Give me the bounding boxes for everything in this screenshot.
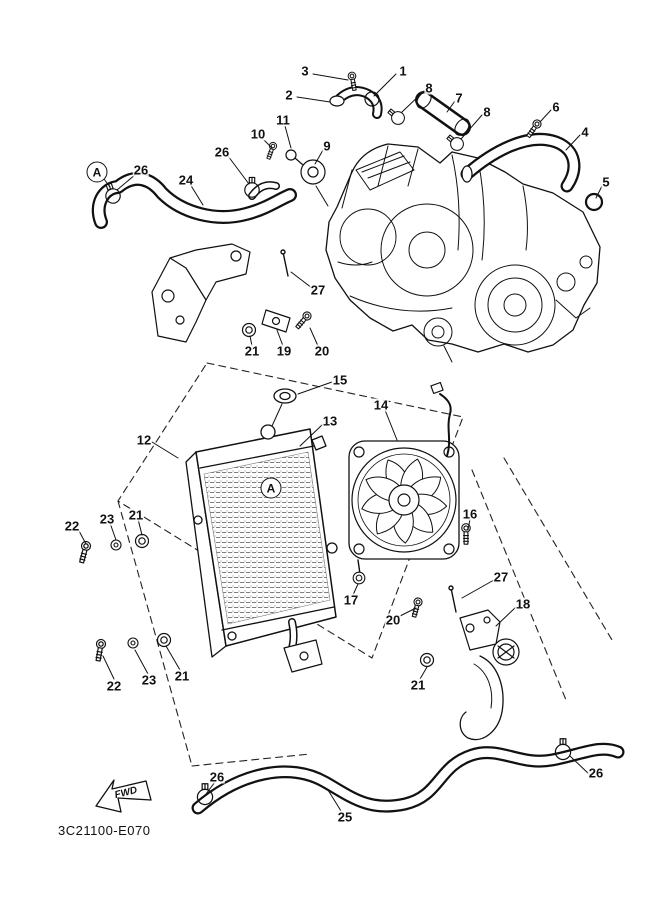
- part-callout-21: 21: [409, 677, 427, 693]
- part-callout-27: 27: [309, 282, 327, 298]
- part-callout-5: 5: [601, 174, 611, 190]
- part-callout-8: 8: [424, 80, 434, 96]
- part-callout-26: 26: [213, 144, 231, 160]
- radiator-lower-bracket: [283, 639, 323, 673]
- fwd-arrow: [95, 779, 152, 813]
- engine-outlet-hose: [460, 132, 581, 193]
- part-callout-21: 21: [243, 343, 261, 359]
- part-callout-9: 9: [322, 138, 332, 154]
- part-callout-26: 26: [587, 765, 605, 781]
- radiator-cap: [273, 388, 297, 404]
- part-callout-12: 12: [135, 432, 153, 448]
- o-ring: [584, 192, 604, 212]
- radiator: [185, 403, 338, 658]
- cooling-fan: [348, 381, 460, 575]
- part-callout-3: 3: [300, 63, 310, 79]
- fasteners-and-clamps: [76, 71, 604, 806]
- engine-block: [315, 143, 601, 363]
- lower-radiator-hose: [191, 742, 625, 815]
- breather-pipe: [329, 86, 383, 119]
- part-callout-24: 24: [177, 172, 195, 188]
- part-callout-22: 22: [105, 678, 123, 694]
- part-callout-7: 7: [454, 90, 464, 106]
- ref-marker-A: A: [86, 161, 108, 183]
- part-callout-26: 26: [132, 162, 150, 178]
- part-callout-26: 26: [208, 769, 226, 785]
- part-callout-13: 13: [321, 413, 339, 429]
- part-callout-14: 14: [372, 397, 390, 413]
- part-callout-15: 15: [331, 372, 349, 388]
- part-callout-27: 27: [492, 569, 510, 585]
- part-callout-20: 20: [313, 343, 331, 359]
- side-bracket-and-guard: [459, 609, 520, 741]
- part-callout-23: 23: [140, 672, 158, 688]
- thermostat-housing: [285, 149, 326, 185]
- part-callout-25: 25: [336, 809, 354, 825]
- part-callout-21: 21: [127, 507, 145, 523]
- dashed-boundaries: [117, 362, 613, 767]
- diagram-code: 3C21100-E070: [58, 823, 151, 838]
- part-callout-17: 17: [342, 592, 360, 608]
- part-callout-18: 18: [514, 596, 532, 612]
- part-callout-10: 10: [249, 126, 267, 142]
- part-callout-20: 20: [384, 612, 402, 628]
- part-callout-1: 1: [398, 63, 408, 79]
- part-callout-23: 23: [98, 511, 116, 527]
- part-callout-19: 19: [275, 343, 293, 359]
- connector-tube: [415, 91, 471, 136]
- part-callout-8: 8: [482, 104, 492, 120]
- part-callout-22: 22: [63, 518, 81, 534]
- thermostat-joint-pipe: [248, 181, 280, 200]
- part-callout-2: 2: [284, 87, 294, 103]
- ref-marker-A: A: [260, 477, 282, 499]
- part-callout-4: 4: [580, 124, 590, 140]
- part-callout-6: 6: [551, 99, 561, 115]
- small-bracket-19: [261, 309, 291, 333]
- radiator-stay-bracket: [151, 243, 251, 343]
- part-callout-21: 21: [173, 668, 191, 684]
- part-callout-16: 16: [461, 506, 479, 522]
- part-callout-11: 11: [275, 112, 291, 128]
